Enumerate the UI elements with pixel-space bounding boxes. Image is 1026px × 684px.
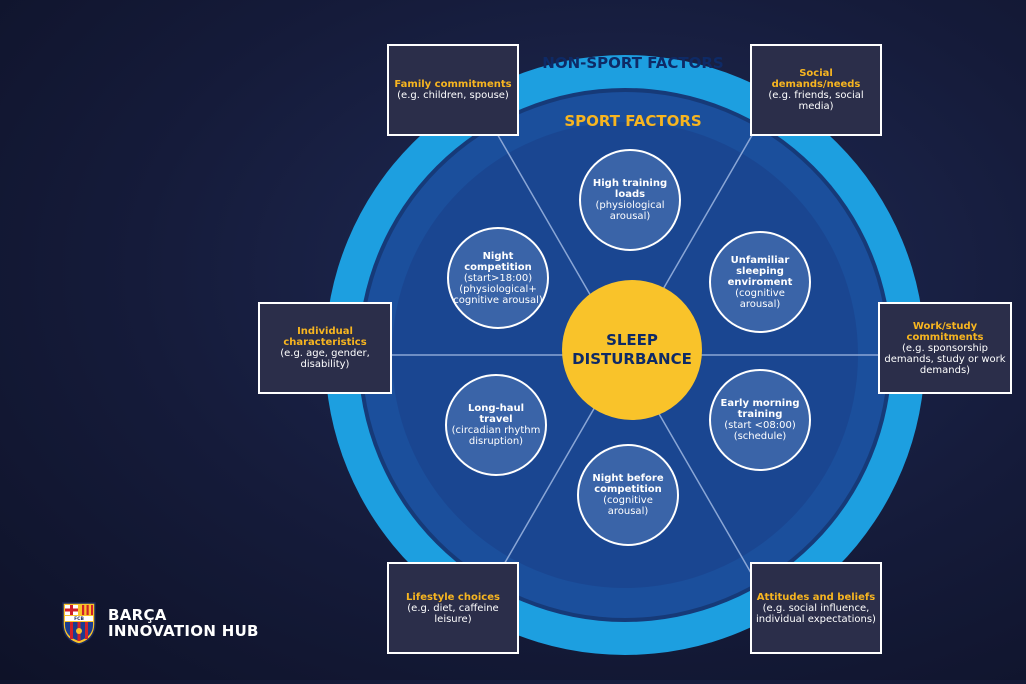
bubble-unfamiliar-env [709, 231, 811, 333]
non-sport-factor-lifestyle: Lifestyle choices (e.g. diet, caffeine l… [387, 562, 519, 654]
non-sport-factor-title: Work/study commitments [906, 320, 984, 343]
bubble-night-before [577, 444, 679, 546]
sport-factor-title: Night competition [464, 250, 532, 273]
non-sport-factor-social: Social demands/needs (e.g. friends, soci… [750, 44, 882, 136]
non-sport-factor-desc: (e.g. social influence, individual expec… [756, 602, 876, 625]
non-sport-factor-title: Family commitments [394, 79, 512, 90]
outer-ring-label: NON-SPORT FACTORS [542, 54, 723, 72]
brand-line2: INNOVATION HUB [108, 622, 259, 640]
sport-factor-title: Long-haul travel [467, 403, 525, 425]
non-sport-factor-attitudes: Attitudes and beliefs (e.g. social influ… [750, 562, 882, 654]
non-sport-factor-individual: Individual characteristics (e.g. age, ge… [258, 302, 392, 394]
sport-factor-desc: (circadian rhythm disruption) [451, 425, 541, 447]
fcb-crest-icon: FCB [62, 602, 96, 645]
sport-factor-title: Night before competition [592, 473, 664, 495]
non-sport-factor-desc: (e.g. friends, social media) [768, 90, 864, 112]
non-sport-factor-desc: (e.g. children, spouse) [397, 90, 509, 101]
non-sport-factor-title: Lifestyle choices [406, 591, 500, 603]
sport-factor-desc: (cognitive arousal) [603, 495, 653, 517]
sport-factor-desc: (physiological arousal) [595, 200, 665, 222]
bubble-high-training [579, 149, 681, 251]
sport-factor-title: Unfamiliar sleeping enviroment [727, 254, 793, 288]
brand-line1: BARÇA [108, 606, 167, 624]
non-sport-factor-family: Family commitments (e.g. children, spous… [387, 44, 519, 136]
brand-logo: FCB BARÇA INNOVATION HUB [60, 600, 259, 646]
sport-factor-high-training: High training loads (physiological arous… [584, 154, 676, 246]
sport-factor-long-haul: Long-haul travel (circadian rhythm disru… [450, 379, 542, 471]
bubble-long-haul [445, 374, 547, 476]
brand-text: BARÇA INNOVATION HUB [108, 607, 259, 639]
non-sport-factor-title: Individual characteristics [283, 326, 367, 348]
bubble-early-morning [709, 369, 811, 471]
sport-bubbles [445, 149, 811, 546]
sport-factor-night-before: Night before competition (cognitive arou… [582, 449, 674, 541]
non-sport-factor-desc: (e.g. diet, caffeine leisure) [407, 602, 499, 625]
non-sport-factor-work-study: Work/study commitments (e.g. sponsorship… [878, 302, 1012, 394]
center-circle [562, 280, 702, 420]
center-label-line1: SLEEP [606, 331, 658, 349]
inner-ring-label: SPORT FACTORS [564, 112, 701, 130]
non-sport-factor-desc: (e.g. sponsorship demands, study or work… [884, 342, 1006, 376]
sport-factor-title: High training loads [592, 178, 668, 200]
crest-letters: FCB [74, 616, 84, 622]
non-sport-factor-desc: (e.g. age, gender, disability) [280, 348, 370, 370]
sport-factor-desc: (start <08:00) (schedule) [724, 420, 796, 442]
sport-factor-title: Early morning training [720, 398, 800, 420]
sport-factor-unfamiliar-env: Unfamiliar sleeping enviroment (cognitiv… [714, 236, 806, 328]
non-sport-factor-title: Social demands/needs [771, 68, 861, 90]
sport-factor-desc: (cognitive arousal) [735, 287, 785, 310]
sport-factor-night-competition: Night competition (start>18:00) (physiol… [452, 232, 544, 324]
center-label-line2: DISTURBANCE [572, 350, 692, 368]
bubble-night-competition [447, 227, 549, 329]
sport-factor-early-morning: Early morning training (start <08:00) (s… [714, 374, 806, 466]
non-sport-factor-title: Attitudes and beliefs [756, 591, 876, 603]
sport-factor-desc: (start>18:00) (physiological+ cognitive … [453, 272, 543, 306]
